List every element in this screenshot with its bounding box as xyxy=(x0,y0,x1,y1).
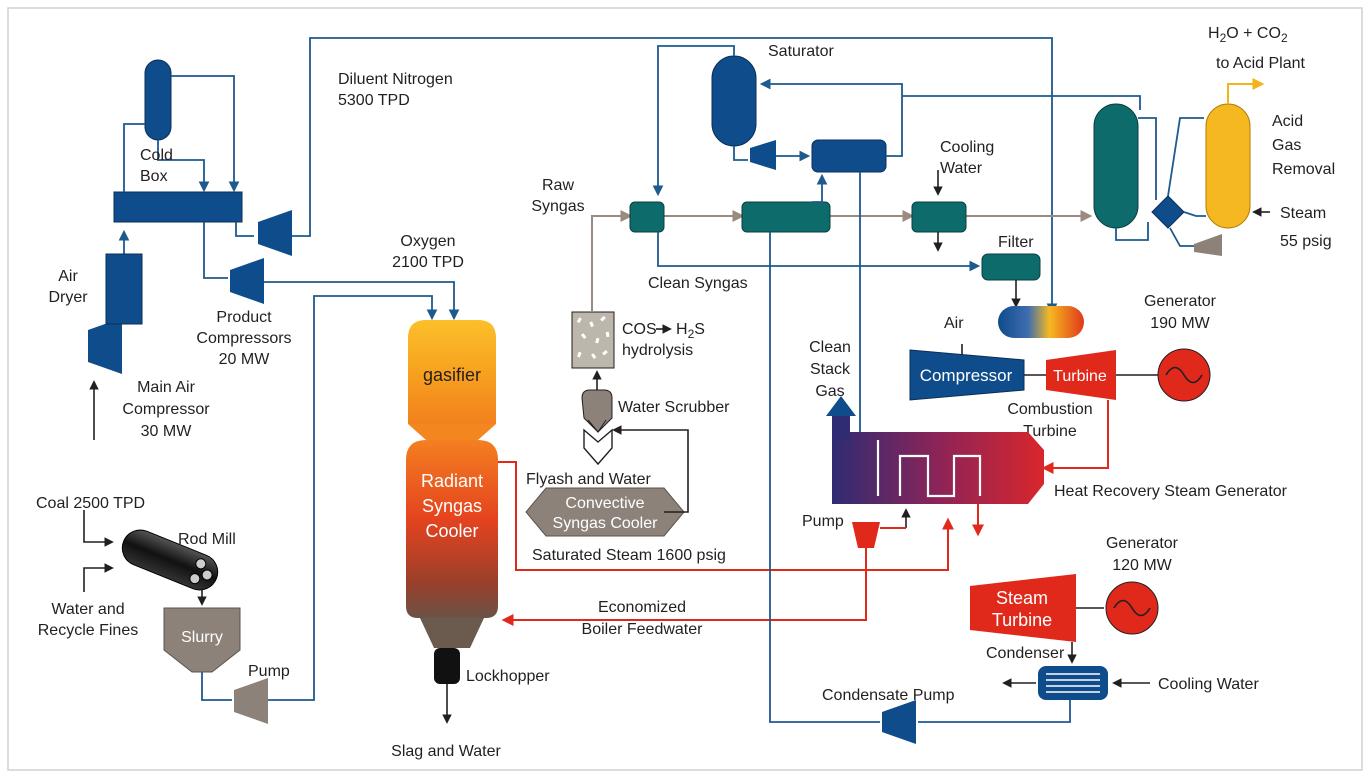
slurry-label: Slurry xyxy=(181,629,223,646)
scrubbing-section: Water Scrubber Flyash and Water Convecti… xyxy=(498,177,954,638)
hrsg-stack xyxy=(832,416,850,440)
condensate-pump-label: Condensate Pump xyxy=(822,687,955,704)
gasifier-neck xyxy=(408,424,496,440)
saturated-steam-label: Saturated Steam 1600 psig xyxy=(532,547,726,564)
rod-mill xyxy=(121,529,219,591)
syngas-exchanger-3 xyxy=(911,201,967,233)
hrsg-casing xyxy=(832,432,1044,504)
nitrogen-compressor xyxy=(258,210,292,256)
main-header-vessel xyxy=(113,191,243,223)
slurry-pump xyxy=(234,678,268,724)
condensate-pump xyxy=(882,700,916,744)
generator-190-sine xyxy=(1165,366,1203,384)
coal-label: Coal 2500 TPD xyxy=(36,495,145,512)
agr-absorber xyxy=(1093,103,1139,229)
cooling-water-bottom-label: Cooling Water xyxy=(1158,676,1259,693)
main-air-compressor xyxy=(88,318,122,374)
cos-bed-pellets xyxy=(576,315,610,360)
fuel-gas-heater xyxy=(998,306,1084,338)
air-label: Air xyxy=(944,315,964,332)
saturator-label: Saturator xyxy=(768,43,834,60)
steam-turbine xyxy=(970,574,1076,642)
lockhopper-vessel xyxy=(434,648,460,684)
cos-hydrolysis-label: COS2H2Shydrolysis xyxy=(622,321,705,359)
slurry-tank xyxy=(163,607,241,673)
hrsg-pump xyxy=(852,522,880,548)
slag-water-label: Slag and Water xyxy=(391,743,501,760)
air-dryer-vessel xyxy=(105,253,143,325)
flyash-water-label: Flyash and Water xyxy=(526,471,651,488)
condenser-vessel xyxy=(1038,666,1108,700)
compressor-label: Compressor xyxy=(920,366,1013,385)
radiant-syngas-cooler-vessel xyxy=(406,440,498,618)
scrubber-cone xyxy=(583,428,613,466)
rod-mill-label: Rod Mill xyxy=(178,531,236,548)
syngas-exchanger-2 xyxy=(741,201,831,233)
gasifier-vessel xyxy=(408,320,496,424)
saturator-heater xyxy=(811,139,887,173)
syngas-exchanger-1 xyxy=(629,201,665,233)
lockhopper-label: Lockhopper xyxy=(466,668,550,685)
agr-pump xyxy=(1194,234,1222,256)
oxygen-compressor xyxy=(230,258,264,304)
saturator-pump xyxy=(750,140,776,170)
turbine-label: Turbine xyxy=(1053,368,1107,385)
pump-slurry-label: Pump xyxy=(248,663,290,680)
hrsg-coil xyxy=(876,440,982,498)
clean-syngas-label: Clean Syngas xyxy=(648,275,748,292)
condenser-label: Condenser xyxy=(986,645,1065,662)
gasifier-label: gasifier xyxy=(423,365,481,385)
hrsg-label: Heat Recovery Steam Generator xyxy=(1054,483,1288,500)
filter-label: Filter xyxy=(998,234,1034,251)
water-scrubber-label: Water Scrubber xyxy=(618,399,730,416)
gas-turbine xyxy=(1046,350,1116,400)
cold-box-column xyxy=(144,59,172,141)
generator-120-sine xyxy=(1113,599,1151,617)
saturator-column xyxy=(711,55,757,147)
agr-regenerator xyxy=(1205,103,1251,229)
gasifier-cone xyxy=(420,618,484,648)
clean-stack-gas-arrow xyxy=(826,396,856,416)
gas-compressor xyxy=(909,349,1025,401)
filter-vessel xyxy=(981,253,1041,281)
pump-hrsg-label: Pump xyxy=(802,513,844,530)
agr-heat-exchanger xyxy=(1151,195,1185,229)
